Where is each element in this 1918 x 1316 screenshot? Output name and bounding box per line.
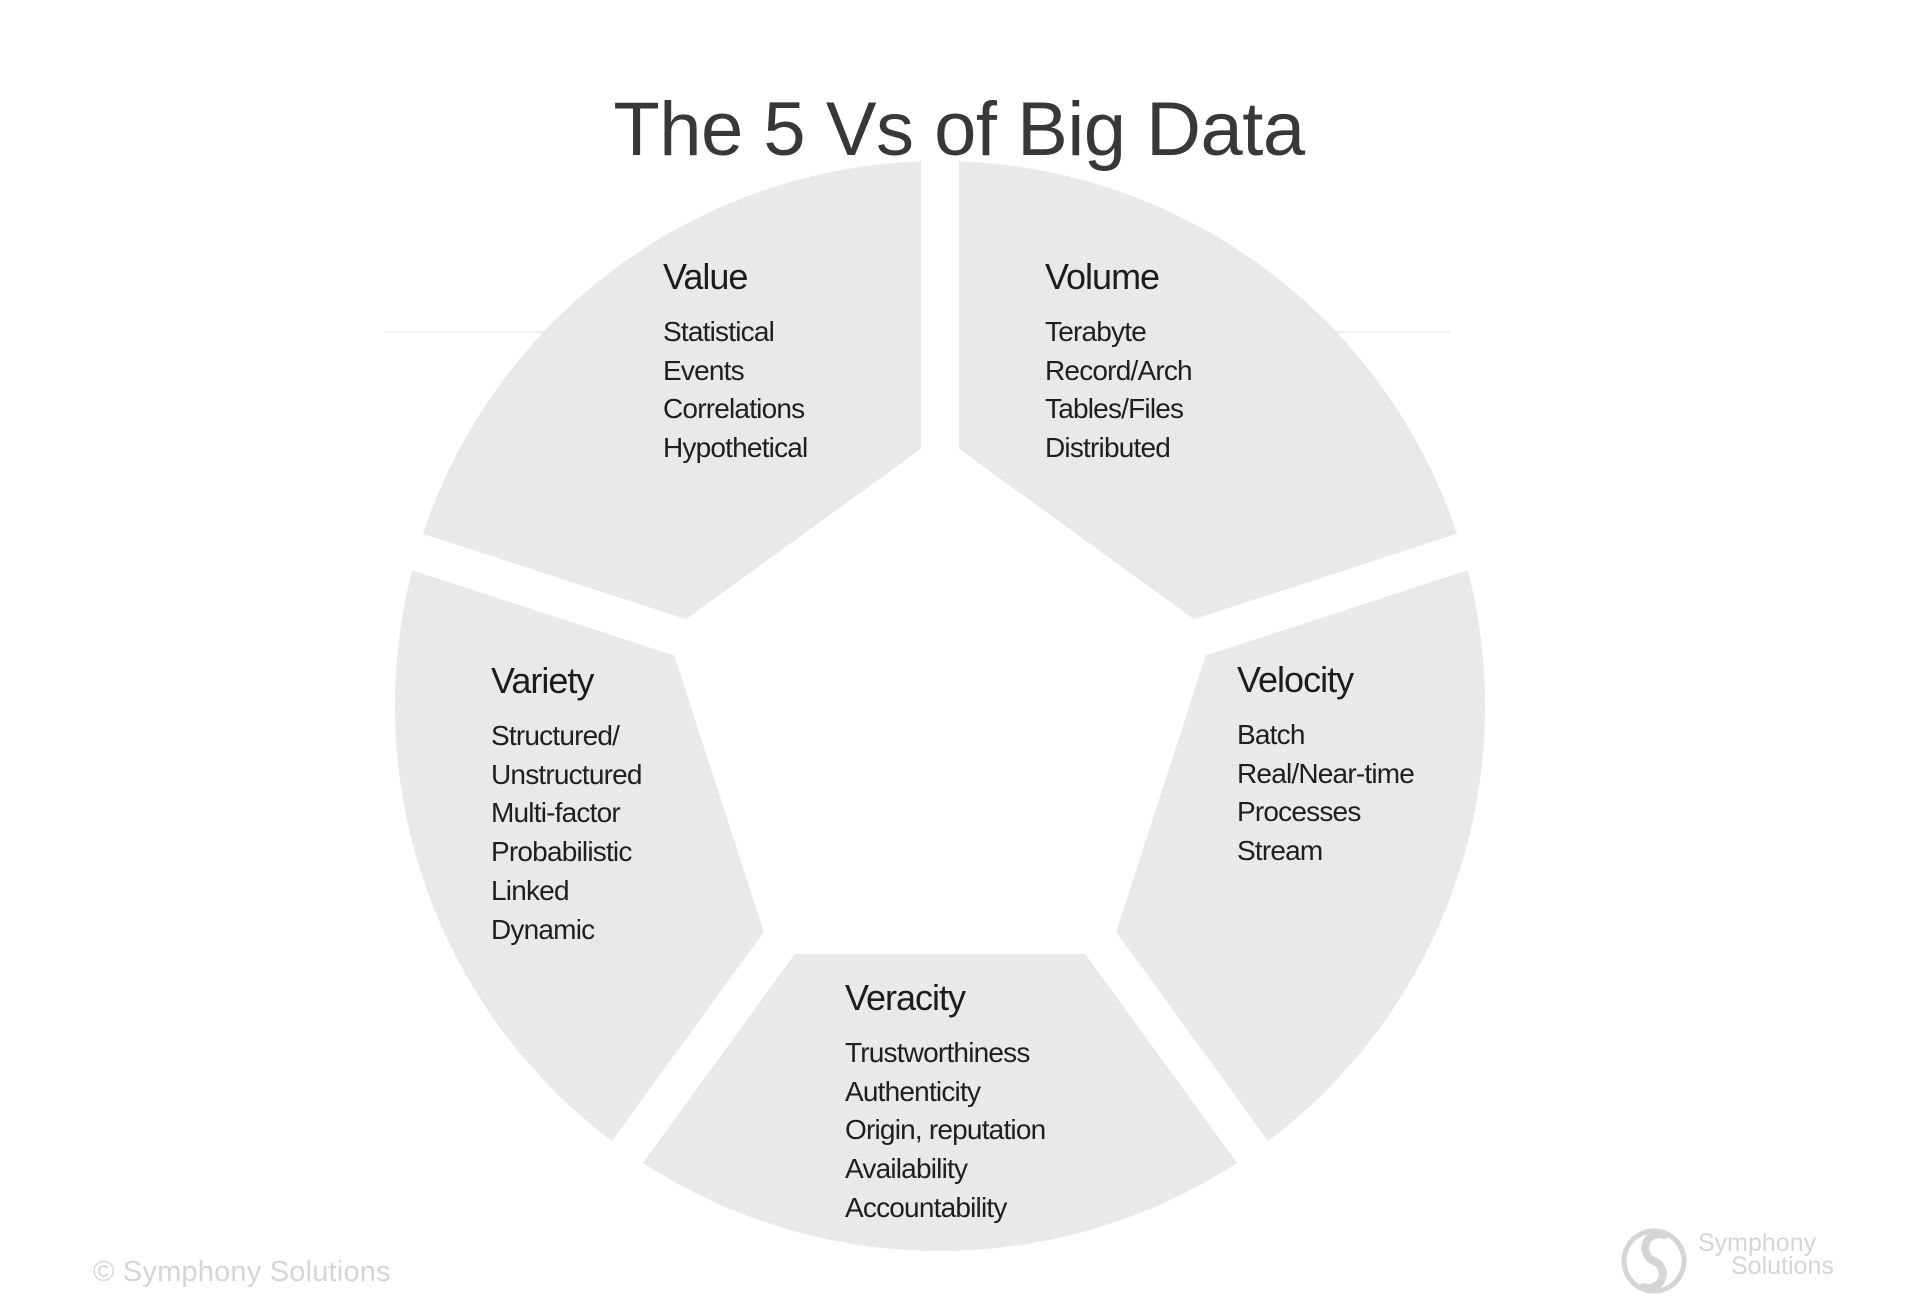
segment-title: Velocity bbox=[1237, 659, 1354, 700]
segment-item: Terabyte bbox=[1045, 316, 1147, 347]
segment-item: Tables/Files bbox=[1045, 393, 1184, 425]
segment-item: Dynamic bbox=[491, 913, 595, 945]
segment-item: Authenticity bbox=[845, 1075, 981, 1107]
segment-title: Variety bbox=[491, 660, 594, 701]
segment-item: Availability bbox=[845, 1153, 968, 1185]
segment-title: Veracity bbox=[845, 977, 966, 1018]
segment-gap-lower-right bbox=[924, 710, 1321, 1236]
segment-item: Processes bbox=[1237, 796, 1361, 828]
symphony-solutions-logo: Symphony Solutions bbox=[1617, 1223, 1917, 1303]
segment-item: Linked bbox=[491, 874, 570, 906]
segment-title: Volume bbox=[1045, 256, 1160, 297]
segment-item: Trustworthiness bbox=[845, 1037, 1030, 1068]
segment-item: Correlations bbox=[663, 393, 805, 425]
segment-item: Stream bbox=[1237, 835, 1323, 867]
segment-item: Unstructured bbox=[491, 758, 643, 790]
segment-item: Structured/ bbox=[491, 720, 620, 751]
copyright-text: © Symphony Solutions bbox=[93, 1256, 391, 1288]
segment-item: Origin, reputation bbox=[845, 1114, 1046, 1146]
segment-item: Multi-factor bbox=[491, 797, 621, 829]
page-title: The 5 Vs of Big Data bbox=[613, 86, 1305, 172]
segment-gap-lower-left bbox=[559, 710, 956, 1236]
segment-item: Probabilistic bbox=[491, 836, 632, 868]
symphony-swirl-icon bbox=[1621, 1228, 1687, 1294]
segment-gap-upper-right bbox=[934, 511, 1536, 741]
segment-item: Hypothetical bbox=[663, 432, 808, 464]
logo-wordmark-line2: Solutions bbox=[1731, 1252, 1834, 1280]
segment-item: Accountability bbox=[845, 1191, 1007, 1223]
segment-item: Statistical bbox=[663, 316, 775, 347]
segment-gap-upper-left bbox=[344, 511, 946, 741]
segment-item: Record/Arch bbox=[1045, 354, 1193, 386]
segment-item: Batch bbox=[1237, 719, 1305, 750]
segment-title: Value bbox=[663, 256, 748, 297]
segment-item: Events bbox=[663, 354, 745, 386]
segment-item: Distributed bbox=[1045, 432, 1171, 464]
logo-wordmark-line1: Symphony bbox=[1698, 1229, 1817, 1257]
segment-item: Real/Near-time bbox=[1237, 757, 1415, 789]
